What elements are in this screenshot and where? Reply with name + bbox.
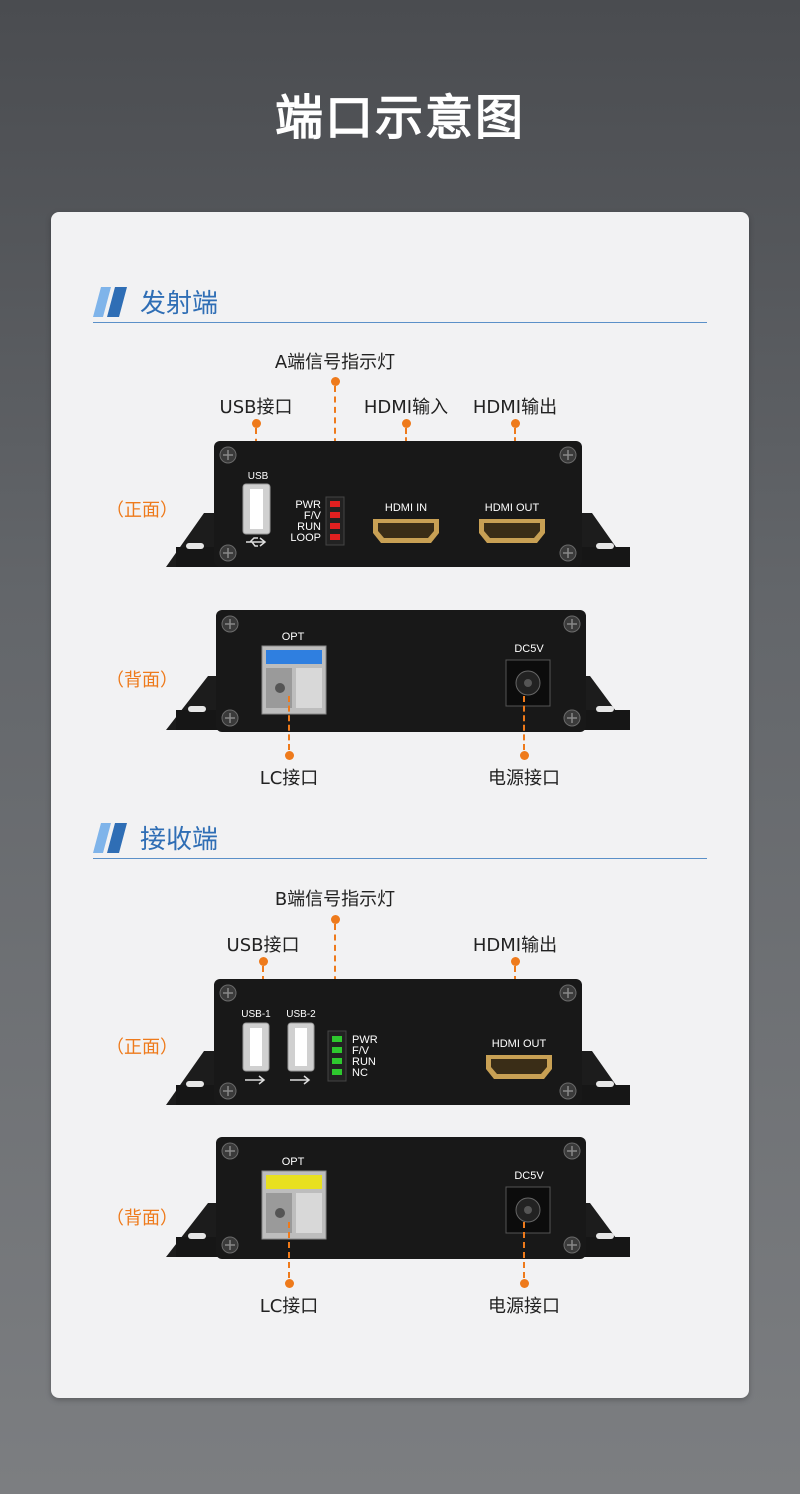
- led-callout: B端信号指示灯: [274, 889, 396, 910]
- dc-port-label: DC5V: [514, 1170, 544, 1182]
- hdmi-in-callout: HDMI输入: [363, 397, 449, 418]
- lc-callout: LC接口: [259, 768, 319, 789]
- callout-line: [288, 1222, 290, 1278]
- led-callout: A端信号指示灯: [274, 352, 396, 373]
- callout-dot: [258, 956, 268, 966]
- back-label: （背面）: [106, 1208, 178, 1229]
- callout-line: [334, 924, 336, 1024]
- callout-line: [523, 696, 525, 750]
- dc-port-label: DC5V: [514, 643, 544, 655]
- section-title: 发射端: [140, 289, 219, 319]
- callout-dot: [519, 750, 529, 760]
- opt-port-label: OPT: [282, 1156, 305, 1168]
- usb-callout: USB接口: [219, 397, 293, 418]
- usb-symbol-icon: [290, 1075, 311, 1085]
- section-mark-icon: [93, 287, 127, 317]
- callout-dot: [330, 914, 340, 924]
- transmitter-back-panel: OPT DC5V: [166, 610, 636, 738]
- callout-line: [288, 696, 290, 750]
- led-label-pwr: PWR: [295, 499, 321, 511]
- callout-dot: [284, 1278, 294, 1288]
- led-label-pwr: PWR: [352, 1034, 378, 1046]
- callout-dot: [510, 418, 520, 428]
- callout-dot: [251, 418, 261, 428]
- usb-symbol-icon: [245, 1075, 266, 1085]
- usb-callout: USB接口: [226, 935, 300, 956]
- callout-line: [334, 386, 336, 486]
- led-label-run: RUN: [352, 1056, 376, 1068]
- section-title: 接收端: [140, 825, 219, 855]
- transmitter-section-header: 发射端: [93, 282, 707, 323]
- callout-line: [523, 1222, 525, 1278]
- usb2-port-label: USB-2: [286, 1009, 316, 1020]
- front-label: （正面）: [106, 500, 178, 521]
- callout-dot: [519, 1278, 529, 1288]
- section-mark-icon: [93, 823, 127, 853]
- receiver-back-panel: OPT DC5V: [166, 1137, 636, 1265]
- front-label: （正面）: [106, 1037, 178, 1058]
- led-indicators: [330, 501, 340, 540]
- hdmi-out-port-label: HDMI OUT: [485, 502, 540, 514]
- callout-dot: [510, 956, 520, 966]
- page-title: 端口示意图: [274, 90, 525, 146]
- callout-dot: [284, 750, 294, 760]
- usb1-port-label: USB-1: [241, 1009, 271, 1020]
- hdmi-in-port-label: HDMI IN: [385, 502, 427, 514]
- led-label-nc: NC: [352, 1067, 368, 1079]
- opt-port-label: OPT: [282, 631, 305, 643]
- receiver-front-panel: USB-1 USB-2 PWR F/V RUN NC HDMI OUT: [166, 979, 636, 1109]
- led-label-run: RUN: [297, 521, 321, 533]
- hdmi-out-callout: HDMI输出: [472, 397, 558, 418]
- led-label-fv: F/V: [304, 510, 322, 522]
- power-callout: 电源接口: [488, 768, 560, 789]
- diagram-card: 发射端 （正面） （背面） A端信号指示灯 USB接口 HDMI输入 HDMI输…: [51, 212, 749, 1398]
- led-indicators: [332, 1036, 342, 1075]
- power-callout: 电源接口: [488, 1296, 560, 1317]
- hdmi-out-port-label: HDMI OUT: [492, 1038, 547, 1050]
- usb-port-label: USB: [248, 471, 269, 482]
- led-label-loop: LOOP: [290, 532, 321, 544]
- back-label: （背面）: [106, 670, 178, 691]
- callout-dot: [330, 376, 340, 386]
- lc-callout: LC接口: [259, 1296, 319, 1317]
- led-label-fv: F/V: [352, 1045, 370, 1057]
- transmitter-front-panel: USB PWR F/V RUN LOOP HDMI IN HDMI OUT: [166, 441, 636, 571]
- receiver-section-header: 接收端: [93, 818, 707, 859]
- hdmi-out-callout: HDMI输出: [472, 935, 558, 956]
- usb-symbol-icon: [246, 537, 267, 547]
- callout-dot: [401, 418, 411, 428]
